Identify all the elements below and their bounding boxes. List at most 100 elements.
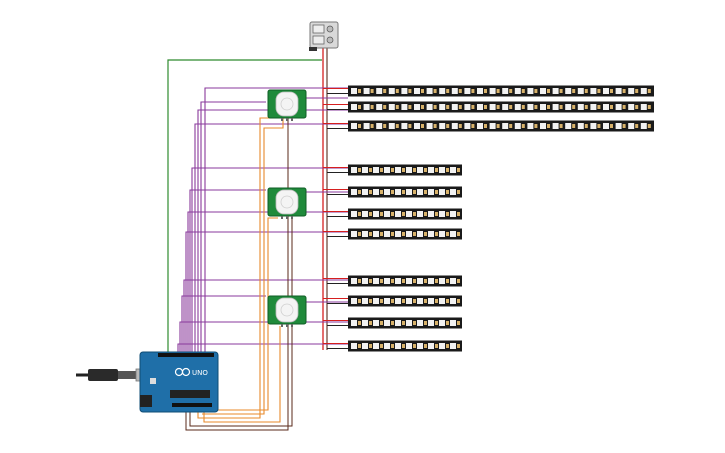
led <box>384 343 390 349</box>
led <box>477 104 483 110</box>
led <box>603 123 609 129</box>
led <box>514 104 521 110</box>
led-strip[interactable] <box>348 295 462 307</box>
led <box>477 88 483 94</box>
led <box>395 211 401 217</box>
led <box>590 123 597 129</box>
led-strip[interactable] <box>348 317 462 329</box>
led <box>363 123 370 129</box>
led <box>376 123 383 129</box>
led <box>450 298 456 304</box>
led <box>439 211 445 217</box>
led <box>351 104 357 110</box>
power-supply[interactable] <box>309 21 339 51</box>
pir-sensor-3[interactable] <box>267 295 307 327</box>
led <box>428 231 434 237</box>
pir-sensor-2[interactable] <box>267 187 307 219</box>
led <box>395 298 401 304</box>
led <box>450 231 456 237</box>
led <box>450 278 456 284</box>
led <box>406 211 412 217</box>
pir-dome <box>275 189 299 215</box>
led <box>428 211 434 217</box>
pir-sensors <box>267 89 307 327</box>
led <box>577 104 584 110</box>
led <box>384 189 390 195</box>
led <box>439 167 445 173</box>
led <box>464 123 471 129</box>
led <box>406 278 412 284</box>
led <box>376 88 383 94</box>
led <box>450 211 456 217</box>
led <box>565 123 572 129</box>
led <box>363 88 370 94</box>
led <box>527 123 534 129</box>
pir-sensor-1[interactable] <box>267 89 307 121</box>
led <box>451 123 458 129</box>
led <box>439 320 445 326</box>
led <box>384 298 390 304</box>
reset-button <box>150 378 156 384</box>
led <box>450 189 456 195</box>
led-strip[interactable] <box>348 164 462 176</box>
led-strip[interactable] <box>348 101 654 113</box>
led <box>439 104 446 110</box>
led <box>417 231 423 237</box>
arduino-uno[interactable]: UNO <box>139 351 219 413</box>
led <box>362 320 368 326</box>
led <box>477 123 483 129</box>
led <box>373 343 379 349</box>
led <box>351 189 357 195</box>
led <box>502 88 509 94</box>
led <box>514 123 521 129</box>
led <box>489 104 496 110</box>
led <box>384 167 390 173</box>
led <box>388 88 395 94</box>
led <box>373 167 379 173</box>
led <box>401 123 408 129</box>
pir-dome <box>275 297 299 323</box>
digital-header <box>158 353 214 357</box>
led <box>428 278 434 284</box>
led <box>388 104 395 110</box>
led <box>384 278 390 284</box>
led <box>373 231 379 237</box>
led <box>628 123 635 129</box>
led-strip[interactable] <box>348 228 462 240</box>
led-strip[interactable] <box>348 120 654 132</box>
led <box>439 231 445 237</box>
led <box>351 211 357 217</box>
led <box>640 88 647 94</box>
led <box>351 278 357 284</box>
led-strip[interactable] <box>348 275 462 287</box>
led <box>417 343 423 349</box>
led <box>362 167 368 173</box>
led <box>351 231 357 237</box>
led <box>439 343 445 349</box>
strip-power-wires <box>323 88 348 349</box>
led <box>603 88 609 94</box>
led <box>640 104 647 110</box>
led <box>417 298 423 304</box>
led <box>603 104 609 110</box>
led <box>590 104 597 110</box>
led-strip[interactable] <box>348 186 462 198</box>
led <box>351 167 357 173</box>
led <box>439 298 445 304</box>
led <box>428 189 434 195</box>
led <box>362 231 368 237</box>
led <box>401 88 408 94</box>
led <box>527 104 534 110</box>
pir-dome <box>275 91 299 117</box>
led <box>428 343 434 349</box>
led <box>384 320 390 326</box>
led-strip[interactable] <box>348 340 462 352</box>
led <box>373 298 379 304</box>
led <box>406 298 412 304</box>
led <box>489 123 496 129</box>
arduino-infinity-icon <box>174 367 191 377</box>
led <box>362 343 368 349</box>
led-strip[interactable] <box>348 85 654 97</box>
led <box>428 298 434 304</box>
led-strip[interactable] <box>348 208 462 220</box>
